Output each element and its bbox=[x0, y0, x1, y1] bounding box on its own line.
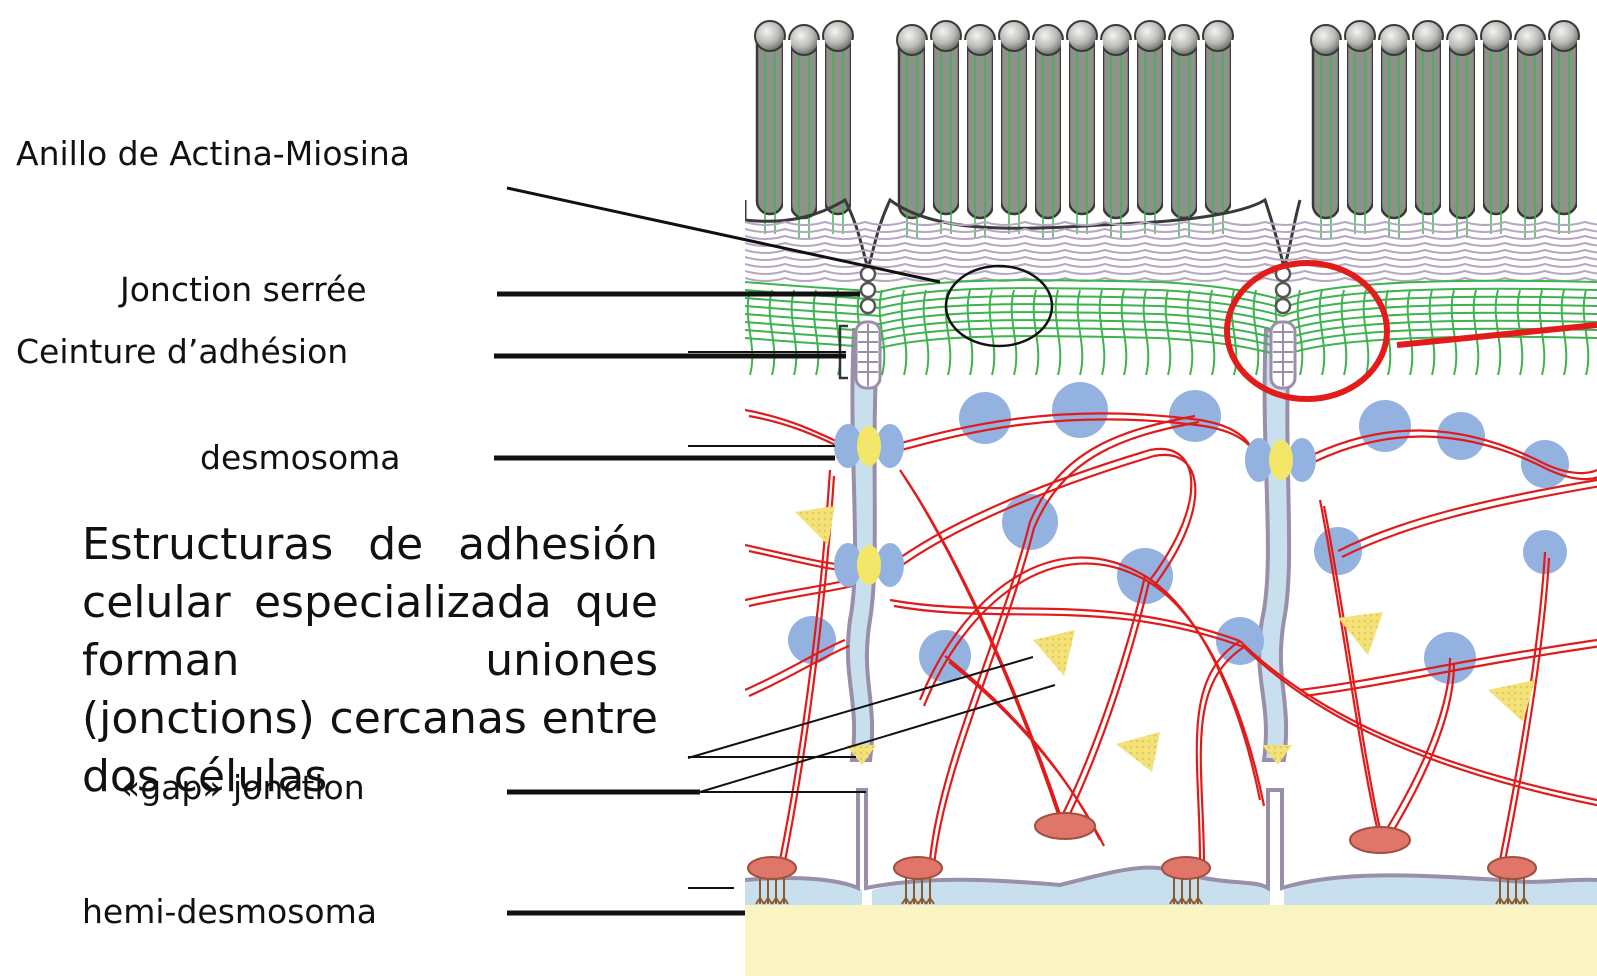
leader-actin-ring bbox=[507, 188, 940, 282]
label-gap-junction: «gap» jonction bbox=[120, 768, 365, 807]
label-actin-ring: Anillo de Actina-Miosina bbox=[16, 134, 410, 173]
label-desmosome: desmosoma bbox=[200, 438, 401, 477]
desmosome-1 bbox=[834, 424, 904, 468]
desmosome-3 bbox=[1245, 438, 1316, 482]
highlight-circle bbox=[1227, 263, 1387, 399]
description-text: Estructuras de adhesión celular especial… bbox=[82, 516, 658, 806]
microvilli bbox=[755, 21, 1585, 238]
label-adhesion-belt: Ceinture d’adhésion bbox=[16, 332, 348, 371]
desmosome-2 bbox=[834, 543, 904, 587]
label-tight-junction: Jonction serrée bbox=[120, 270, 367, 309]
basal-lamina bbox=[745, 905, 1597, 976]
label-hemidesmosome: hemi-desmosoma bbox=[82, 892, 377, 931]
